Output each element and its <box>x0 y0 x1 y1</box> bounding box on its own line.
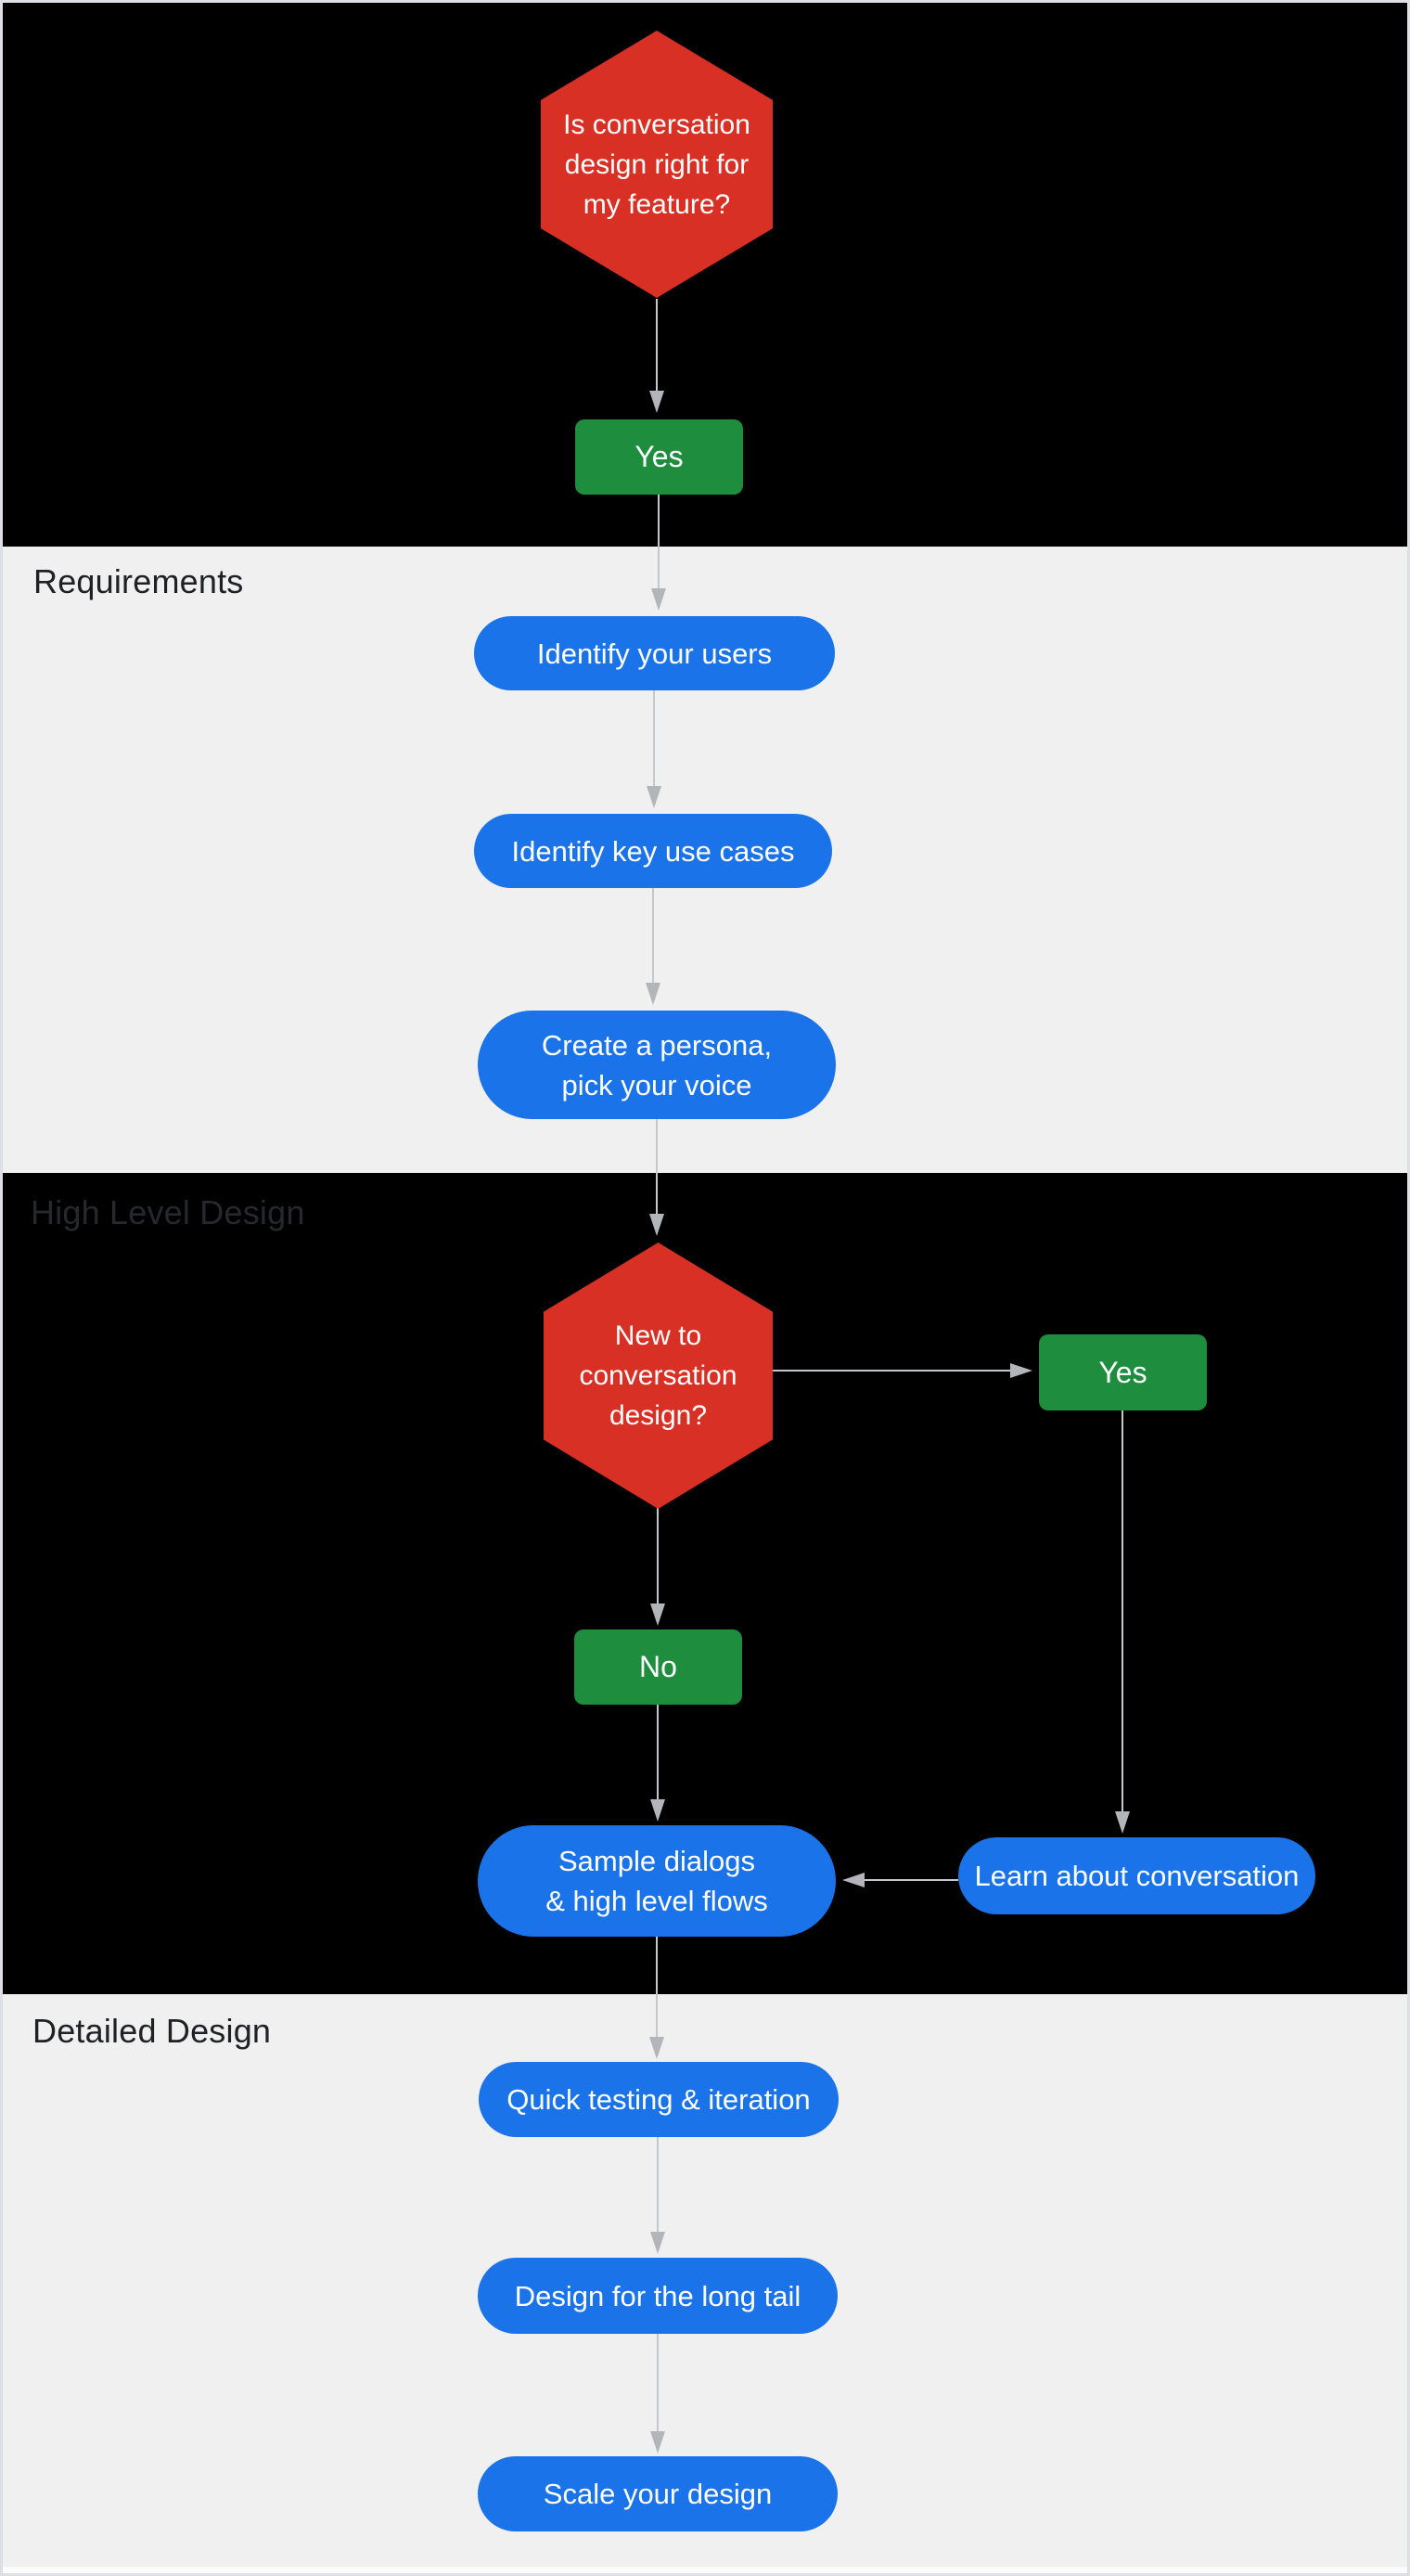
step-identify-key-use-cases: Identify key use cases <box>474 814 832 888</box>
step-design-for-long-tail: Design for the long tail <box>478 2258 838 2334</box>
step-learn-about-conversation: Learn about conversation <box>958 1837 1315 1914</box>
arrow-down-sample-to-quick-testing <box>656 1937 658 2037</box>
no-new-node: No <box>574 1629 742 1705</box>
arrow-down-yes-to-learn <box>1122 1410 1123 1811</box>
arrow-down-start-to-yes <box>656 299 658 391</box>
section-title-detailed-design: Detailed Design <box>32 2012 272 2050</box>
step-sample-dialogs-high-level-flows: Sample dialogs & high level flows <box>478 1825 836 1937</box>
arrow-down-decision-to-no <box>657 1508 659 1604</box>
yes-new-node: Yes <box>1039 1334 1207 1410</box>
arrow-down-yes-to-identify-users <box>658 495 660 588</box>
bottom-strip <box>3 2567 1407 2573</box>
step-scale-your-design: Scale your design <box>478 2456 838 2531</box>
arrow-down-long-tail-to-scale <box>657 2334 659 2431</box>
arrow-right-decision-to-yes <box>773 1370 1010 1372</box>
arrow-down-users-to-use-cases <box>653 689 655 786</box>
arrow-left-learn-to-sample-dialogs <box>865 1879 958 1881</box>
section-title-requirements: Requirements <box>33 562 244 600</box>
step-create-persona-pick-voice: Create a persona, pick your voice <box>478 1011 836 1119</box>
yes-start-node: Yes <box>575 419 743 495</box>
step-identify-your-users: Identify your users <box>474 616 835 690</box>
arrow-down-quick-to-long-tail <box>657 2137 659 2232</box>
arrow-down-use-cases-to-persona <box>652 888 654 983</box>
arrow-down-persona-to-new-decision <box>656 1119 658 1214</box>
step-quick-testing-iteration: Quick testing & iteration <box>479 2062 839 2137</box>
section-title-high-level-design: High Level Design <box>31 1193 305 1231</box>
arrow-down-no-to-sample-dialogs <box>657 1705 659 1799</box>
